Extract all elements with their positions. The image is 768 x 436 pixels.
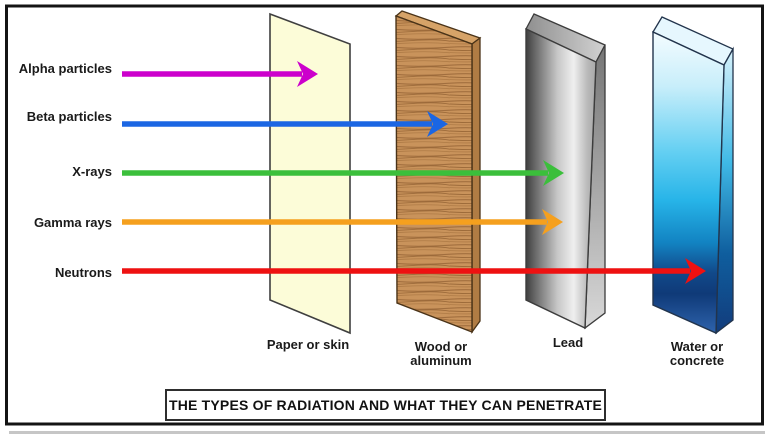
beta-arrowhead xyxy=(427,111,448,137)
ray-label-xrays: X-rays xyxy=(72,164,112,179)
barrier-label-wood: Wood or aluminum xyxy=(391,340,491,368)
barrier-label-wood-line2: aluminum xyxy=(410,353,472,368)
frame-shadow xyxy=(9,431,765,434)
barrier-label-lead-line1: Lead xyxy=(552,335,584,350)
neutron-arrow xyxy=(122,258,706,284)
gamma-arrowhead xyxy=(542,209,563,235)
barrier-label-wood-line1: Wood or xyxy=(414,339,468,354)
lead-panel-front xyxy=(525,27,597,330)
water-panel xyxy=(652,16,734,335)
ray-label-beta: Beta particles xyxy=(26,109,112,124)
xray-arrowhead xyxy=(543,160,564,186)
barrier-label-paper: Paper or skin xyxy=(252,338,364,352)
barrier-label-water-line2: concrete xyxy=(669,353,725,368)
barrier-label-paper-line1: Paper or skin xyxy=(266,337,350,352)
diagram-title: THE TYPES OF RADIATION AND WHAT THEY CAN… xyxy=(168,397,603,413)
alpha-arrow xyxy=(122,61,318,87)
neutron-arrowhead xyxy=(685,258,706,284)
barrier-label-lead: Lead xyxy=(518,336,618,350)
barrier-label-water: Water or concrete xyxy=(647,340,747,368)
beta-arrow xyxy=(122,111,448,137)
ray-label-neutrons: Neutrons xyxy=(54,265,112,280)
lead-panel xyxy=(525,13,606,330)
wood-panel-side xyxy=(471,36,481,334)
ray-label-gamma: Gamma rays xyxy=(33,215,112,230)
diagram-title-box: THE TYPES OF RADIATION AND WHAT THEY CAN… xyxy=(165,389,606,421)
water-panel-front xyxy=(652,30,725,335)
gamma-arrow xyxy=(122,209,563,235)
barrier-label-water-line1: Water or xyxy=(670,339,724,354)
alpha-arrowhead xyxy=(297,61,318,87)
ray-label-alpha: Alpha particles xyxy=(18,61,112,76)
xray-arrow xyxy=(122,160,564,186)
